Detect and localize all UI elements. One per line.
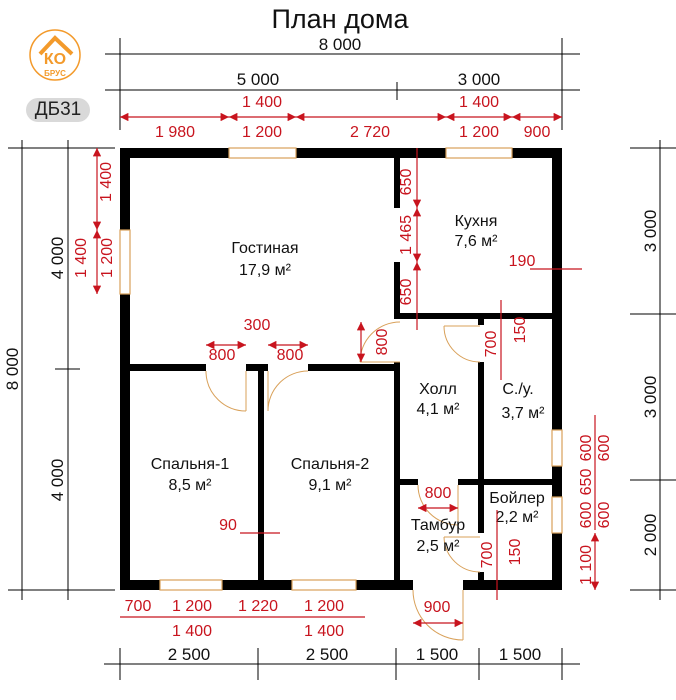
dim-red: 2 720 xyxy=(350,124,390,141)
dim-red: 800 xyxy=(425,485,452,502)
dim-bottom: 2 500 xyxy=(168,645,211,664)
dim-left-total: 8 000 xyxy=(3,348,22,391)
room-kitchen-name: Кухня xyxy=(455,213,498,230)
dim-red: 190 xyxy=(509,253,536,270)
dim-top-right: 3 000 xyxy=(458,70,501,89)
dim-red: 1 400 xyxy=(304,623,344,640)
dim-red: 1 200 xyxy=(459,124,499,141)
room-vestibule-area: 2,5 м² xyxy=(416,538,460,555)
dim-red: 150 xyxy=(512,317,529,344)
dim-red: 900 xyxy=(424,599,451,616)
dim-bottom: 1 500 xyxy=(499,645,542,664)
dim-red: 700 xyxy=(125,598,152,615)
dim-red: 650 xyxy=(578,469,595,496)
logo-subtext: БРУС xyxy=(44,69,66,78)
dim-right-3: 2 000 xyxy=(641,514,660,557)
dim-red: 1 400 xyxy=(172,623,212,640)
room-boiler-name: Бойлер xyxy=(489,490,545,507)
room-kitchen-area: 7,6 м² xyxy=(454,233,498,250)
dim-red: 150 xyxy=(507,539,524,566)
dim-top-left: 5 000 xyxy=(237,70,280,89)
room-bedroom2-name: Спальня-2 xyxy=(291,456,370,473)
dim-red: 800 xyxy=(277,347,304,364)
room-boiler-area: 2,2 м² xyxy=(495,509,539,526)
room-living-area: 17,9 м² xyxy=(239,262,292,279)
dim-red: 1 980 xyxy=(155,124,195,141)
logo-text: КО xyxy=(44,51,66,68)
room-vestibule-name: Тамбур xyxy=(411,517,465,534)
dim-red: 650 xyxy=(398,279,415,306)
room-bedroom2-area: 9,1 м² xyxy=(308,477,352,494)
dim-top-total: 8 000 xyxy=(319,35,362,54)
dim-right-2: 3 000 xyxy=(641,376,660,419)
dim-red: 1 200 xyxy=(99,238,116,278)
dim-left-top: 4 000 xyxy=(48,237,67,280)
dim-red: 800 xyxy=(209,347,236,364)
dim-red: 1 100 xyxy=(578,545,595,585)
dim-red: 1 400 xyxy=(459,94,499,111)
dim-red: 1 465 xyxy=(398,215,415,255)
dim-red: 650 xyxy=(398,169,415,196)
dim-bottom: 1 500 xyxy=(416,645,459,664)
dim-red: 600 xyxy=(596,502,613,529)
dim-red: 1 400 xyxy=(242,94,282,111)
outer-dimensions xyxy=(8,38,676,680)
dim-red: 1 200 xyxy=(304,598,344,615)
dim-right-1: 3 000 xyxy=(641,210,660,253)
logo: КО БРУС xyxy=(29,29,81,81)
dim-red: 90 xyxy=(219,517,237,534)
dim-red: 1 220 xyxy=(238,598,278,615)
dim-red: 600 xyxy=(578,502,595,529)
dim-red: 600 xyxy=(596,435,613,462)
red-dimension-lines xyxy=(92,112,600,628)
dim-red: 1 200 xyxy=(172,598,212,615)
room-bedroom1-name: Спальня-1 xyxy=(151,456,230,473)
dim-red: 1 200 xyxy=(242,124,282,141)
room-wc-name: С./у. xyxy=(502,381,533,398)
dim-red: 700 xyxy=(479,542,496,569)
dim-red: 600 xyxy=(578,435,595,462)
dim-bottom: 2 500 xyxy=(306,645,349,664)
dim-red: 1 400 xyxy=(73,238,90,278)
room-hall-area: 4,1 м² xyxy=(416,401,460,418)
windows xyxy=(119,147,563,591)
room-bedroom1-area: 8,5 м² xyxy=(168,477,212,494)
dim-left-bottom: 4 000 xyxy=(48,459,67,502)
dim-red: 800 xyxy=(374,329,391,356)
dim-red: 900 xyxy=(524,124,551,141)
room-wc-area: 3,7 м² xyxy=(501,405,545,422)
project-badge: ДБ31 xyxy=(26,98,90,122)
dim-red: 300 xyxy=(244,317,271,334)
dim-red: 1 400 xyxy=(98,162,115,202)
dim-red: 700 xyxy=(483,331,500,358)
room-hall-name: Холл xyxy=(419,381,457,398)
page-title: План дома xyxy=(272,4,410,34)
red-dimension-labels: 1 980 1 400 1 200 2 720 1 400 1 200 900 … xyxy=(73,94,613,640)
room-living-name: Гостиная xyxy=(231,240,298,257)
